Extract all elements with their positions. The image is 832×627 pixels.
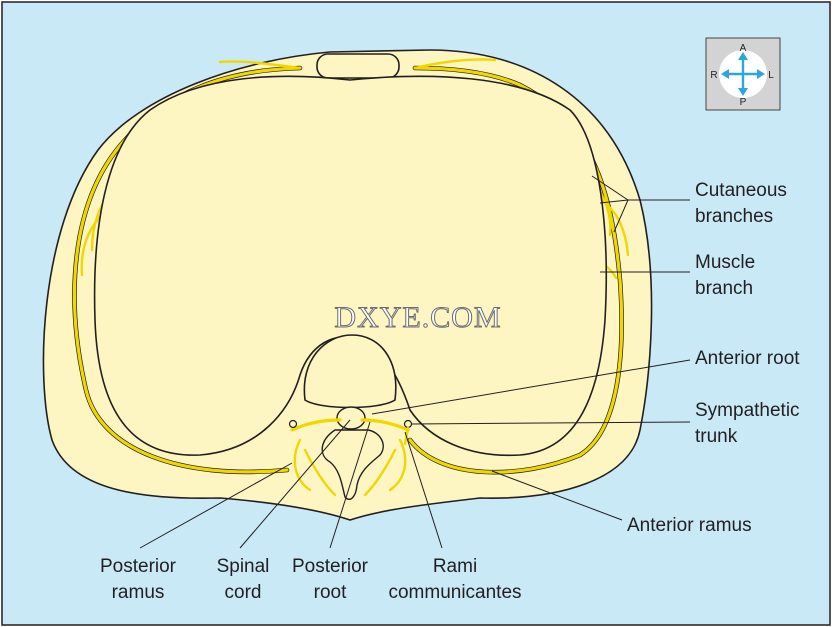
label-anterior-root: Anterior root: [695, 348, 800, 369]
orientation-compass: A P R L: [705, 37, 781, 111]
spinal-cord-shape: [336, 406, 366, 430]
thoracic-cavity: [93, 75, 607, 457]
cutaneous-branch-left-2: [598, 198, 630, 257]
anterior-branch-left: [413, 58, 497, 70]
orientation-posterior-letter: P: [740, 97, 747, 108]
label-rami-line2: communicantes: [388, 582, 521, 603]
label-cutaneous-line1: Cutaneous: [695, 180, 787, 201]
anterior-branch-right: [218, 60, 302, 70]
label-sympathetic-line1: Sympathetic: [695, 400, 800, 421]
label-sympathetic-line2: trunk: [695, 426, 738, 447]
posterior-ramus-right: [293, 438, 312, 492]
sternum: [316, 53, 400, 79]
orientation-left-letter: L: [768, 70, 774, 81]
label-anterior-ramus: Anterior ramus: [627, 515, 752, 536]
leader-lines: [139, 175, 691, 549]
label-posterior-root-line1: Posterior: [292, 556, 369, 577]
label-muscle-line2: branch: [695, 278, 753, 299]
label-posterior-ramus-line2: ramus: [112, 582, 165, 603]
anterior-root-right: [290, 418, 342, 432]
label-posterior-ramus-line1: Posterior: [100, 556, 177, 577]
label-spinal-cord-line2: cord: [225, 582, 262, 603]
sympathetic-ganglion-left: [403, 419, 413, 429]
orientation-right-letter: R: [710, 70, 717, 81]
label-rami-line1: Rami: [433, 556, 477, 577]
vertebral-arch: [321, 429, 384, 501]
label-cutaneous-line2: branches: [695, 206, 773, 227]
watermark-text: DXYE.COM: [334, 301, 501, 334]
posterior-ramus-left-2: [363, 448, 397, 497]
sympathetic-ganglion-right: [288, 419, 298, 429]
posterior-ramus-right-2: [303, 448, 337, 497]
intercostal-nerve-left: [408, 66, 624, 474]
orientation-anterior-letter: A: [740, 43, 747, 54]
anterior-root-left: [360, 418, 410, 432]
label-muscle-line1: Muscle: [695, 252, 755, 273]
label-spinal-cord-line1: Spinal: [217, 556, 270, 577]
posterior-ramus-left: [388, 438, 407, 492]
label-posterior-root-line2: root: [314, 582, 347, 603]
